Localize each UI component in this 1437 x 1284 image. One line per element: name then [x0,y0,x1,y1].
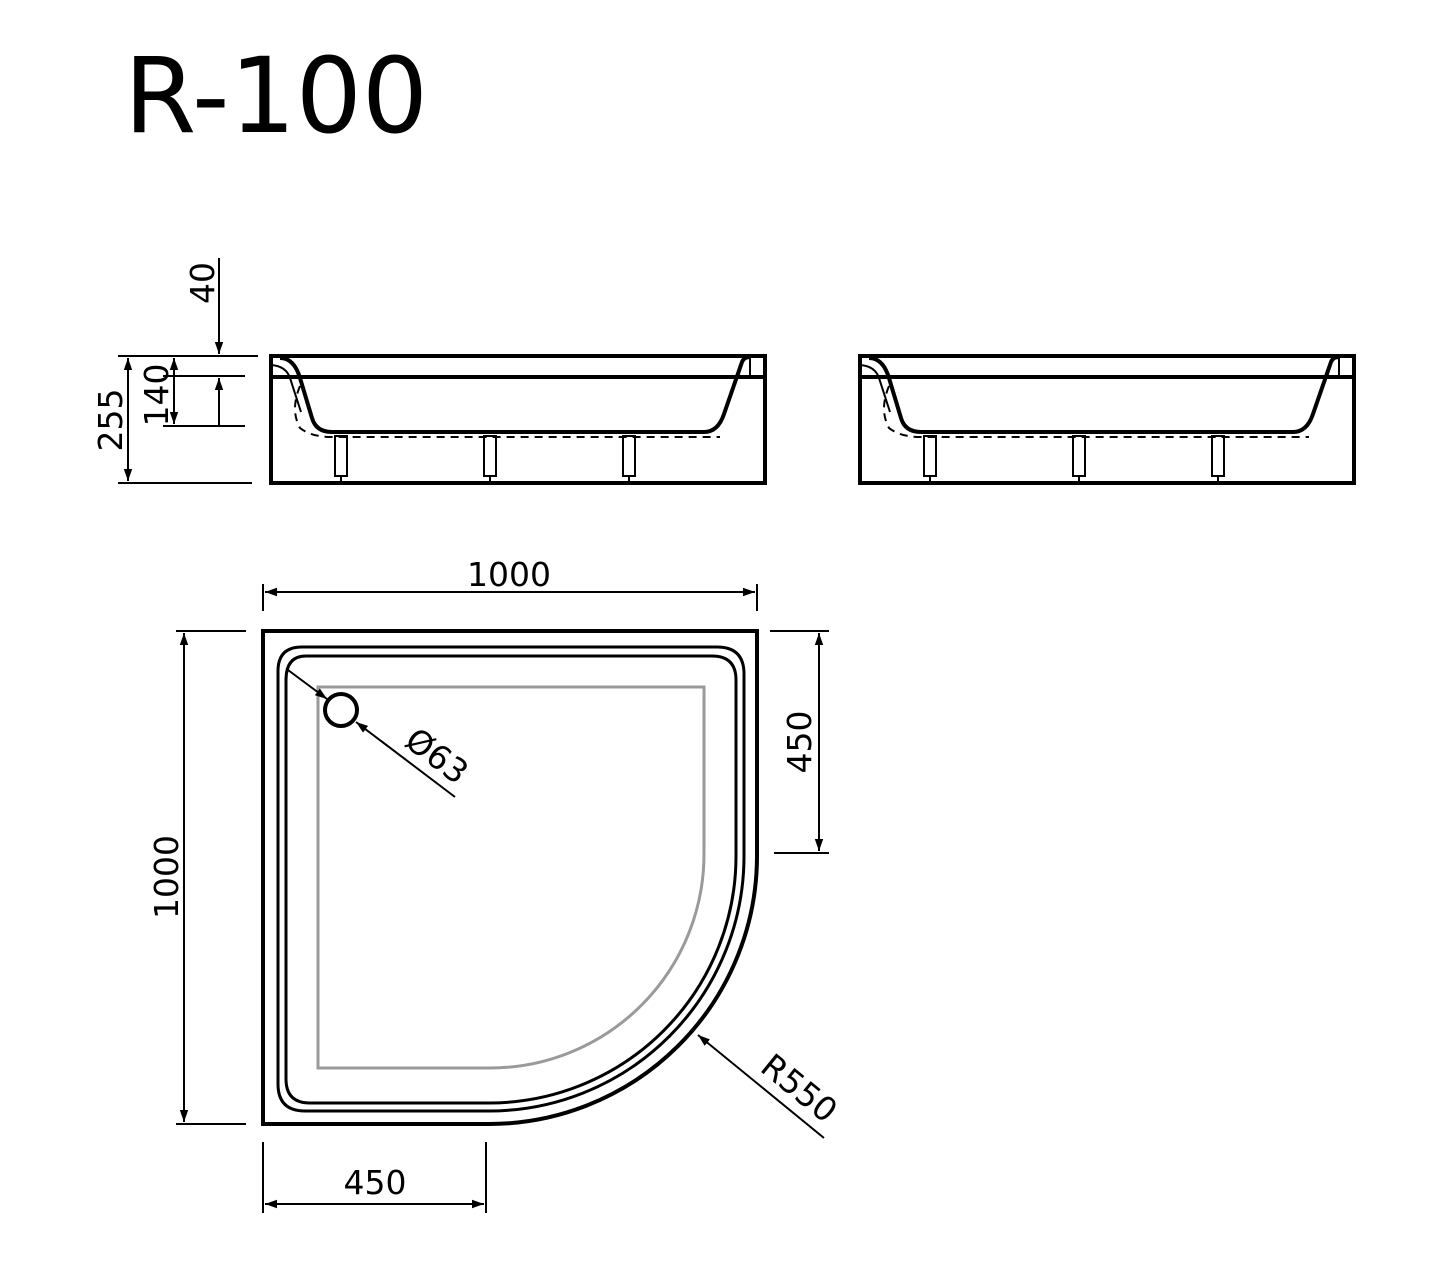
side-view-right [858,354,1356,485]
side-view-left [269,354,767,485]
dim-bottom-450-label: 450 [344,1163,407,1202]
dim-width-label: 1000 [467,555,551,594]
plan-view-dimensions [176,584,829,1213]
drain-circle [323,692,359,728]
dim-255-label: 255 [91,389,130,452]
dim-140-label: 140 [137,364,176,427]
dim-length-label: 1000 [147,835,186,919]
drain-diameter-label: Ø63 [398,720,476,792]
dim-40-label: 40 [183,262,222,304]
drawing-title: R-100 [124,35,428,157]
plan-view [261,629,759,1127]
side-view-dimensions [118,258,258,484]
dim-side-450-label: 450 [780,711,819,774]
